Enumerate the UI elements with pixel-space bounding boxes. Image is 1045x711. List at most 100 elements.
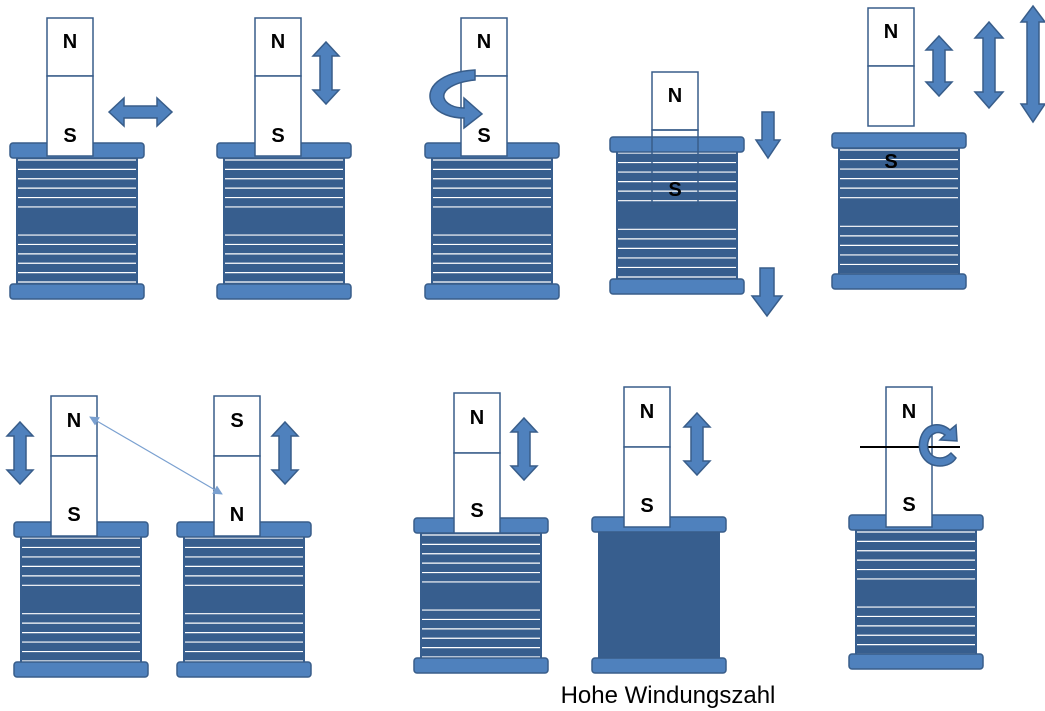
magnet-north-half — [867, 7, 915, 67]
coil-windings — [433, 159, 551, 283]
magnet-south-half — [623, 446, 671, 528]
coil — [9, 142, 145, 300]
north-pole-label: N — [668, 85, 682, 107]
coil-bottom-flange — [216, 283, 352, 300]
south-pole-label: S — [271, 125, 284, 147]
north-pole-label: N — [477, 31, 491, 53]
coil-body — [855, 527, 977, 659]
magnet-north-half — [623, 386, 671, 448]
magnet-north-half — [46, 17, 94, 77]
coil — [609, 136, 745, 295]
south-pole-label: S — [640, 495, 653, 517]
pole-swap-arrow — [89, 416, 223, 495]
vertical-double-arrow — [682, 411, 712, 477]
coil — [591, 516, 727, 674]
experiment-many-windings: N S Hohe Windungszahl — [561, 386, 775, 709]
magnet-south-half — [867, 65, 915, 127]
coil-windings — [22, 537, 140, 662]
coil — [848, 514, 984, 670]
experiment-axis-rotation: N S — [848, 386, 984, 670]
coil-bottom-flange — [848, 653, 984, 670]
experiment-vertical-motion: N S — [216, 17, 352, 300]
experiment-amplitude: N S — [831, 4, 1045, 290]
vertical-double-arrow — [270, 420, 300, 486]
bar-magnet: S N — [213, 395, 261, 537]
down-arrow-small — [754, 111, 782, 160]
coil — [831, 132, 967, 290]
coil-windings — [185, 537, 303, 662]
bar-magnet: N S — [623, 386, 671, 528]
north-pole-label: N — [63, 31, 77, 53]
coil-body — [223, 155, 345, 287]
down-arrow-large — [750, 267, 784, 318]
magnet-north-half — [460, 17, 508, 77]
coil-body — [616, 148, 738, 282]
magnet-south-half — [453, 452, 501, 534]
magnet-south-half — [651, 129, 699, 206]
vertical-double-arrow — [5, 420, 35, 486]
bar-magnet: N S — [885, 386, 933, 528]
coil — [413, 517, 549, 674]
magnet-south-half — [254, 75, 302, 157]
north-pole-label: N — [230, 504, 244, 526]
bar-magnet: N S — [254, 17, 302, 157]
vertical-double-arrow-medium — [973, 20, 1005, 110]
coil-bottom-flange — [609, 278, 745, 295]
coil-windings — [225, 159, 343, 283]
coil-body — [838, 145, 960, 279]
experiment-few-windings: N S — [413, 392, 549, 674]
coil-body — [431, 155, 553, 287]
coil-windings — [18, 159, 136, 283]
axis-rotation-arrow — [918, 423, 958, 467]
coil-top-flange — [609, 136, 745, 153]
south-pole-label: S — [67, 504, 80, 526]
coil-body — [420, 530, 542, 662]
coil-body — [183, 533, 305, 666]
north-pole-label: N — [271, 31, 285, 53]
south-pole-label: S — [902, 494, 915, 516]
coil-top-flange — [831, 132, 967, 149]
coil — [216, 142, 352, 300]
coil-bottom-flange — [591, 657, 727, 674]
coil-windings — [422, 534, 540, 658]
coil-body — [20, 533, 142, 666]
coil-bottom-flange — [413, 657, 549, 674]
south-pole-label: S — [63, 125, 76, 147]
south-pole-label: S — [230, 410, 243, 432]
bar-magnet: N S — [460, 17, 508, 157]
coil-windings — [840, 149, 958, 275]
magnet-north-half — [254, 17, 302, 77]
north-pole-label: N — [640, 401, 654, 423]
south-pole-label: S — [470, 500, 483, 522]
coil-bottom-flange — [831, 273, 967, 290]
north-pole-label: N — [902, 401, 916, 423]
coil-body — [16, 155, 138, 287]
south-pole-label: S — [668, 179, 681, 201]
bar-magnet: N S — [867, 7, 915, 173]
magnet-north-half — [651, 71, 699, 131]
bar-magnet: N S — [651, 71, 699, 206]
magnet-south-half — [46, 75, 94, 157]
coil-bottom-flange — [9, 283, 145, 300]
coil — [13, 521, 149, 678]
north-pole-label: N — [470, 407, 484, 429]
bar-magnet: N S — [46, 17, 94, 157]
coil — [424, 142, 560, 300]
vertical-double-arrow — [311, 40, 341, 106]
coil-windings — [618, 152, 736, 278]
vertical-double-arrow — [509, 416, 539, 482]
south-pole-label: S — [884, 151, 897, 173]
magnet-south-half — [885, 446, 933, 528]
experiment-pole-swap-right: S N — [176, 395, 312, 678]
vertical-double-arrow-small — [924, 34, 954, 98]
north-pole-label: N — [67, 410, 81, 432]
coil-bottom-flange — [176, 661, 312, 678]
north-pole-label: N — [884, 21, 898, 43]
vertical-double-arrow-large — [1019, 4, 1045, 124]
coil-windings — [857, 531, 975, 655]
experiment-side-motion: N S — [9, 17, 174, 300]
bar-magnet: N S — [453, 392, 501, 534]
experiment-insertion-speed: N S — [609, 71, 784, 318]
coil-bottom-flange — [13, 661, 149, 678]
